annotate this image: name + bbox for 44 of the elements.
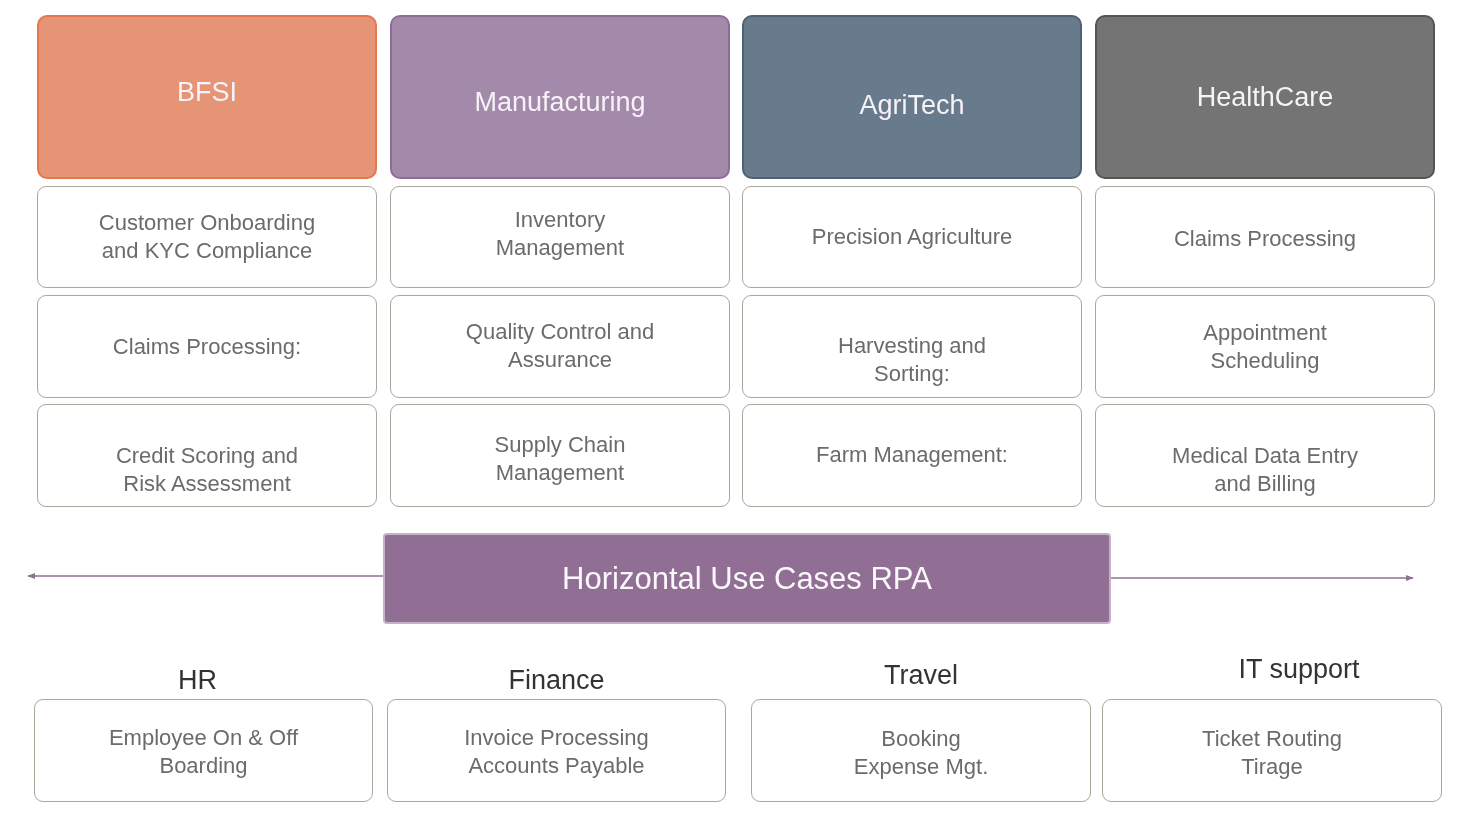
use-case-label: Customer Onboarding and KYC Compliance (97, 209, 317, 265)
use-case-card (37, 404, 377, 507)
industry-title: BFSI (177, 76, 237, 108)
arrow (1110, 574, 1414, 582)
use-case-label: Employee On & Off Boarding (107, 723, 300, 780)
use-case-card (1095, 186, 1435, 288)
use-case-label: Farm Management: (816, 440, 1008, 469)
use-case-card (742, 186, 1082, 288)
use-case-card (390, 186, 730, 288)
use-case-card (37, 186, 377, 288)
use-case-card (742, 295, 1082, 398)
banner (383, 533, 1111, 624)
use-case-label: Harvesting and Sorting: (837, 331, 987, 388)
use-case-card (37, 295, 377, 398)
use-case-label: Supply Chain Management (493, 430, 627, 487)
industry-header (742, 15, 1082, 179)
use-case-label: Precision Agriculture (811, 223, 1013, 251)
use-case-label: Appointment Scheduling (1202, 318, 1328, 375)
use-case-label: Ticket Routing Tirage (1201, 724, 1343, 781)
use-case-card (742, 404, 1082, 507)
industry-title: HealthCare (1196, 81, 1334, 113)
use-case-label: Booking Expense Mgt. (852, 724, 990, 781)
category-heading: Travel (884, 660, 958, 691)
use-case-label: Medical Data Entry and Billing (1171, 441, 1359, 498)
use-case-label: Credit Scoring and Risk Assessment (114, 441, 300, 498)
use-case-label: Invoice Processing Accounts Payable (463, 723, 650, 780)
category-heading: IT support (1238, 654, 1360, 685)
use-case-card (390, 404, 730, 507)
industry-title: AgriTech (859, 89, 965, 121)
arrow (27, 572, 384, 580)
use-case-label: Claims Processing: (112, 332, 302, 361)
industry-header (390, 15, 730, 179)
category-heading: Finance (508, 665, 605, 696)
use-case-card (390, 295, 730, 398)
industry-title: Manufacturing (474, 86, 646, 118)
use-case-label: Claims Processing (1173, 225, 1357, 253)
industry-header (37, 15, 377, 179)
use-case-label: Quality Control and Assurance (464, 317, 656, 374)
industry-header (1095, 15, 1435, 179)
banner-title: Horizontal Use Cases RPA (562, 560, 932, 597)
use-case-card (1095, 295, 1435, 398)
use-case-label: Inventory Management (494, 206, 626, 262)
category-heading: HR (178, 665, 217, 696)
use-case-card (1095, 404, 1435, 507)
